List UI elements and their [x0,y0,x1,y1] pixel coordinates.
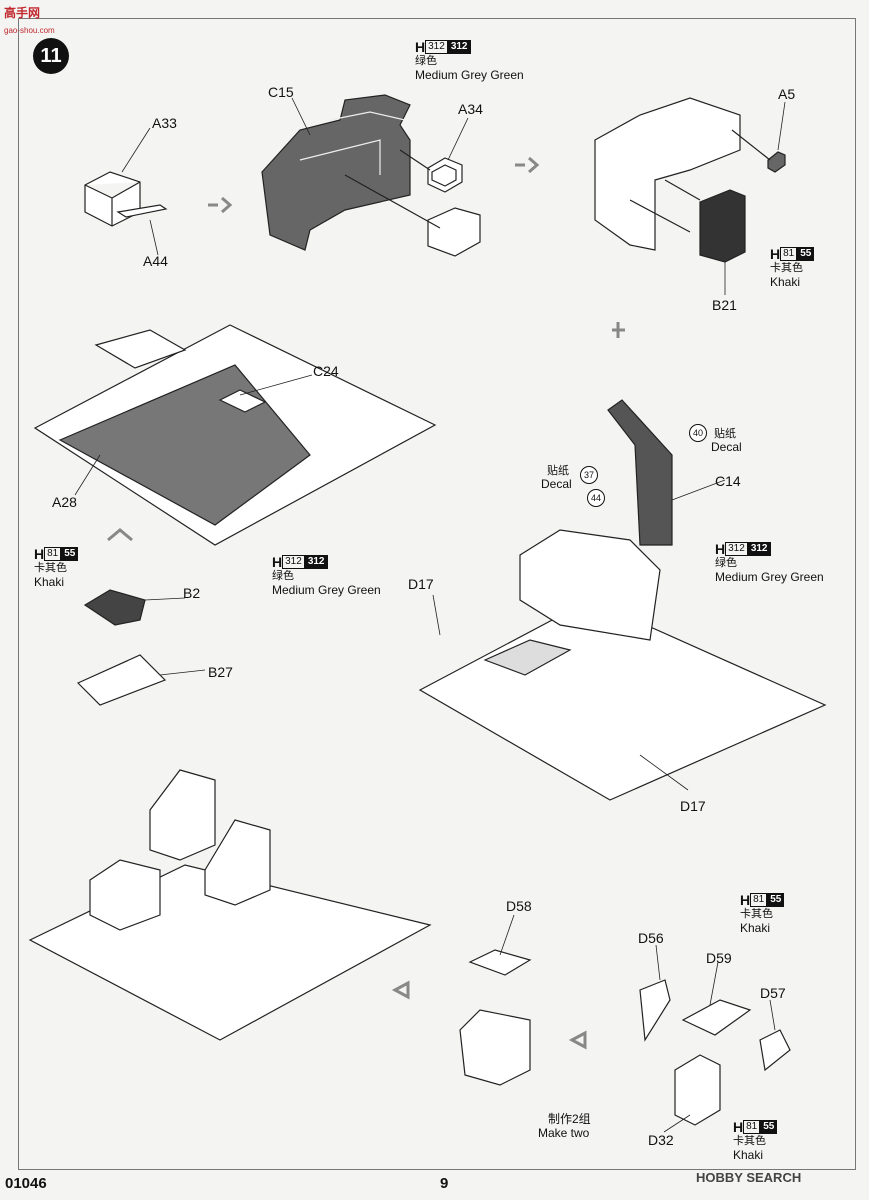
part-b27-drawing [76,654,167,706]
flow-arrow-5 [391,980,410,1000]
label-d59: D59 [706,950,732,966]
flow-arrow-4 [107,528,133,542]
part-c15-drawing [261,94,411,251]
part-b21-drawing [699,189,746,263]
label-a44: A44 [143,253,168,269]
page-number: 9 [440,1175,449,1192]
seat-right [204,819,271,906]
label-d17-top: D17 [408,576,434,592]
flow-arrow-2 [515,156,540,174]
frame-drawing [427,207,481,257]
label-d57: D57 [760,985,786,1001]
part-d57-drawing [759,1029,791,1072]
flow-arrow-6 [568,1030,587,1050]
page-border [18,18,856,1170]
seat-frame-drawing [459,1009,531,1086]
step-number-badge: 11 [33,38,69,74]
label-c14: C14 [715,473,741,489]
label-c24: C24 [313,363,339,379]
label-b21: B21 [712,297,737,313]
kit-part-number: 01046 [5,1175,47,1192]
part-a5-drawing [767,151,786,173]
decal-cn-37: 贴纸 [547,465,569,477]
label-d56: D56 [638,930,664,946]
label-a5: A5 [778,86,796,102]
part-b2-drawing [83,589,146,626]
make-two-en: Make two [538,1126,590,1140]
decal-en-37: Decal [541,477,572,491]
decal-number-44: 44 [587,489,605,507]
make-two-cn: 制作2组 [548,1112,591,1126]
label-a34: A34 [458,101,483,117]
label-a28: A28 [52,494,77,510]
decal-cn-40: 贴纸 [714,428,736,440]
top-right-assembly [594,97,741,251]
seat-left [89,859,161,931]
label-d32: D32 [648,1132,674,1148]
site-logo: 高手网 [4,6,41,20]
decal-en-40: Decal [711,440,742,454]
decal-number-40: 40 [689,424,707,442]
part-a34-drawing [427,157,463,193]
label-b27: B27 [208,664,233,680]
label-d17-bottom: D17 [680,798,706,814]
label-a33: A33 [152,115,177,131]
flow-arrow-3 [612,322,625,338]
part-d59-drawing [681,999,752,1036]
part-d32-drawing [674,1054,721,1126]
watermark: HOBBY SEARCH [696,1170,802,1185]
part-d58-drawing [468,949,532,976]
part-a33-drawing [84,171,141,227]
decal-number-37: 37 [580,466,598,484]
label-c15: C15 [268,84,294,100]
part-a44-drawing [116,204,168,218]
label-d58: D58 [506,898,532,914]
label-b2: B2 [183,585,201,601]
part-c14-drawing [607,399,673,546]
part-d56-drawing [639,979,671,1042]
seat-center [149,769,216,861]
site-logo-url: gao-shou.com [4,26,55,35]
flow-arrow-1 [208,196,233,214]
